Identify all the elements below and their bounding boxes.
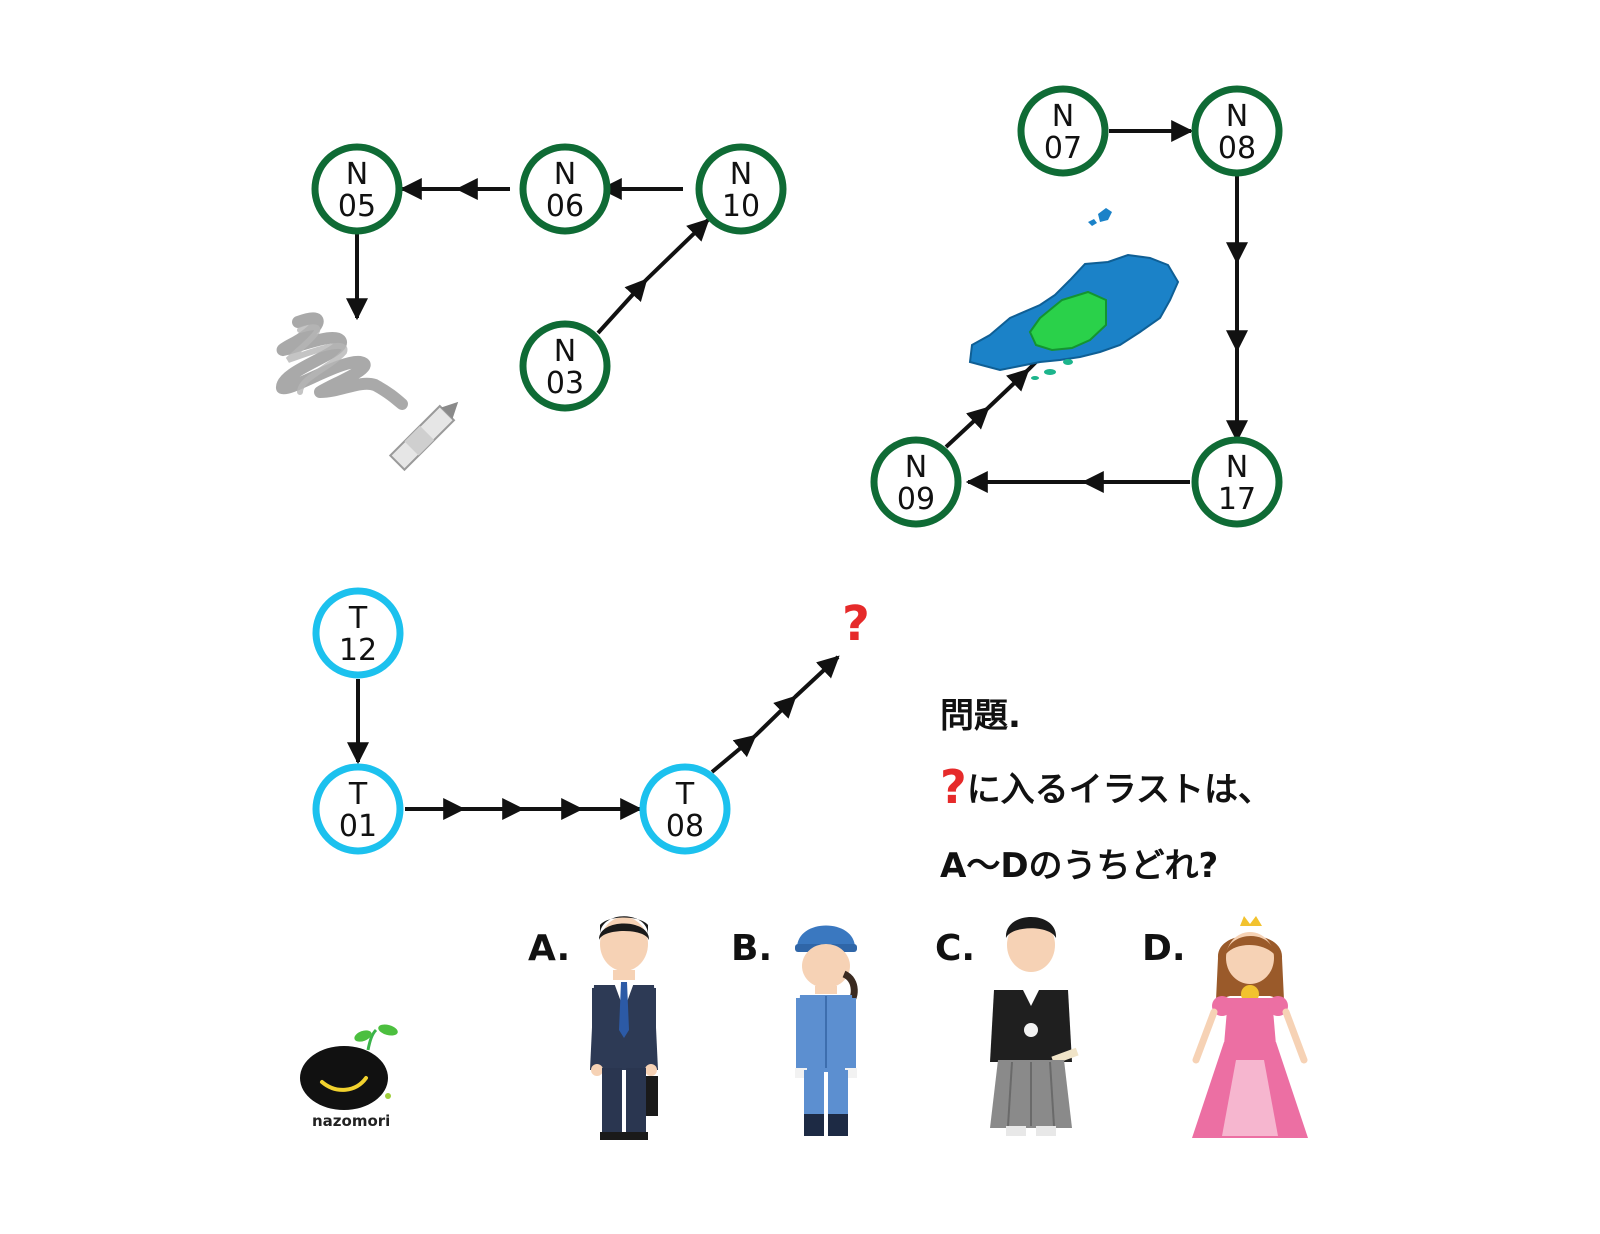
- station-number: 06: [546, 189, 584, 224]
- station-n05: N 05: [311, 143, 403, 235]
- businessman-icon[interactable]: [590, 916, 658, 1140]
- arrow-n09-map-b: [986, 368, 1030, 410]
- nazomori-logo: [300, 1024, 398, 1110]
- princess-icon[interactable]: [1192, 916, 1308, 1138]
- station-number: 08: [666, 809, 704, 844]
- station-line-letter: N: [346, 157, 368, 192]
- problem-question: ?に入るイラストは、: [940, 760, 1272, 814]
- station-line-letter: N: [554, 334, 576, 369]
- station-line-letter: T: [348, 601, 368, 636]
- factory-worker-icon[interactable]: [795, 925, 858, 1137]
- station-n03: N 03: [519, 320, 611, 412]
- station-line-letter: N: [730, 157, 752, 192]
- option-a-label: A.: [528, 928, 570, 969]
- puzzle3-arrows: [347, 655, 840, 820]
- crayon-scribble-icon: [276, 312, 459, 472]
- station-line-letter: N: [1226, 450, 1248, 485]
- station-number: 07: [1044, 131, 1082, 166]
- option-b-label: B.: [731, 928, 772, 969]
- arrow-t08-q-b: [753, 695, 797, 738]
- station-number: 10: [722, 189, 760, 224]
- problem-title: 問題.: [940, 696, 1021, 736]
- station-number: 09: [897, 482, 935, 517]
- arrow-n03-n10-a: [596, 278, 648, 335]
- station-line-letter: N: [1052, 99, 1074, 134]
- problem-choices-text: A〜Dのうちどれ?: [940, 846, 1219, 886]
- station-number: 17: [1218, 482, 1256, 517]
- arrow-n03-n10-b: [644, 218, 710, 282]
- station-number: 01: [339, 809, 377, 844]
- hakama-groom-icon[interactable]: [990, 917, 1079, 1136]
- unknown-question-mark: ?: [842, 596, 870, 652]
- arrow-n09-map-a: [944, 406, 990, 449]
- puzzle1-arrows: [346, 178, 710, 335]
- chugoku-region-map-icon: [968, 208, 1180, 380]
- station-n08: N 08: [1191, 85, 1283, 177]
- logo-text: nazomori: [312, 1112, 391, 1130]
- station-number: 05: [338, 189, 376, 224]
- station-line-letter: T: [348, 777, 368, 812]
- station-line-letter: N: [554, 157, 576, 192]
- station-n10: N 10: [695, 143, 787, 235]
- station-number: 12: [339, 633, 377, 668]
- option-d-label: D.: [1142, 928, 1186, 969]
- problem-question-mark: ?: [940, 760, 967, 814]
- station-n17: N 17: [1191, 436, 1283, 528]
- station-t01: T 01: [312, 763, 404, 855]
- problem-question-text: に入るイラストは、: [966, 770, 1273, 810]
- station-t08: T 08: [639, 763, 731, 855]
- puzzle2-arrows: [944, 120, 1248, 493]
- option-c-label: C.: [935, 928, 975, 969]
- station-n07: N 07: [1017, 85, 1109, 177]
- station-line-letter: N: [1226, 99, 1248, 134]
- arrow-t08-q-a: [710, 734, 757, 774]
- station-n06: N 06: [519, 143, 611, 235]
- station-line-letter: T: [675, 777, 695, 812]
- station-n09: N 09: [870, 436, 962, 528]
- station-number: 08: [1218, 131, 1256, 166]
- station-line-letter: N: [905, 450, 927, 485]
- station-number: 03: [546, 366, 584, 401]
- arrow-t08-q-c: [793, 655, 840, 699]
- station-t12: T 12: [312, 587, 404, 679]
